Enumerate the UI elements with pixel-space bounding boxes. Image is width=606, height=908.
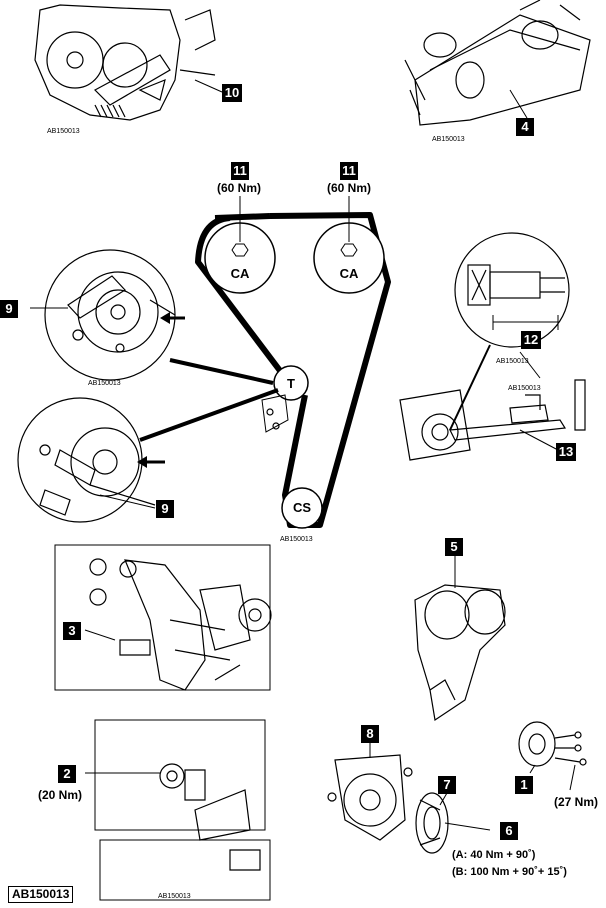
pulley-label-camshaft-left: CA [230,266,250,281]
gauge-detail [449,232,570,431]
callout-8: 8 [361,725,379,743]
callout-11-right: 11 [340,162,358,180]
torque-camshaft-left: (60 Nm) [217,181,262,195]
torque-item-1: (27 Nm) [554,795,599,809]
figure-reference: AB150013 [8,886,74,903]
leader-lines [30,79,576,831]
pulley-label-camshaft-right: CA [339,266,359,281]
callout-13: 13 [556,443,576,461]
panel-ref-4: AB150013 [432,136,465,143]
callout-1: 1 [515,776,533,794]
callout-11-left: 11 [231,162,249,180]
panel-ref-9-upper: AB150013 [88,380,121,387]
panel-ref-12: AB150013 [496,358,529,365]
panel-ref-10: AB150013 [47,128,80,135]
callout-9-upper: 9 [0,300,18,318]
panel-ref-belt: AB150013 [280,536,313,543]
panel-ref-13: AB150013 [508,385,541,392]
callout-5: 5 [445,538,463,556]
lower-bracket-illustration [94,719,271,901]
torque-item-6-b: (B: 100 Nm + 90˚+ 15˚) [452,866,567,878]
belt-layout [195,196,391,529]
engine-bracket-illustration [54,544,272,691]
callout-12: 12 [521,331,541,349]
callout-6: 6 [500,822,518,840]
idler-pulley-illustration [518,721,587,767]
torque-item-6-a: (A: 40 Nm + 90˚) [452,849,536,861]
camshaft-lock-illustration [34,4,216,121]
tensioner-detail-lower [17,388,279,523]
arrow-markers [137,312,170,468]
caliper-illustration [399,379,586,461]
callout-4: 4 [516,118,534,136]
timing-cover-illustration [414,584,506,722]
callout-3: 3 [63,622,81,640]
callout-7: 7 [438,776,456,794]
callout-9-lower: 9 [156,500,174,518]
tensioner-detail-upper [44,249,274,385]
cylinder-head-illustration [404,0,591,126]
torque-camshaft-right: (60 Nm) [327,181,372,195]
crank-pulley-illustration [415,792,449,854]
callout-2: 2 [58,765,76,783]
callout-10: 10 [222,84,242,102]
panel-ref-bottom: AB150013 [158,893,191,900]
pulley-label-crankshaft: CS [292,500,312,515]
tensioner-illustration [327,754,413,841]
torque-item-2: (20 Nm) [38,788,83,802]
pulley-label-tensioner: T [287,376,295,391]
